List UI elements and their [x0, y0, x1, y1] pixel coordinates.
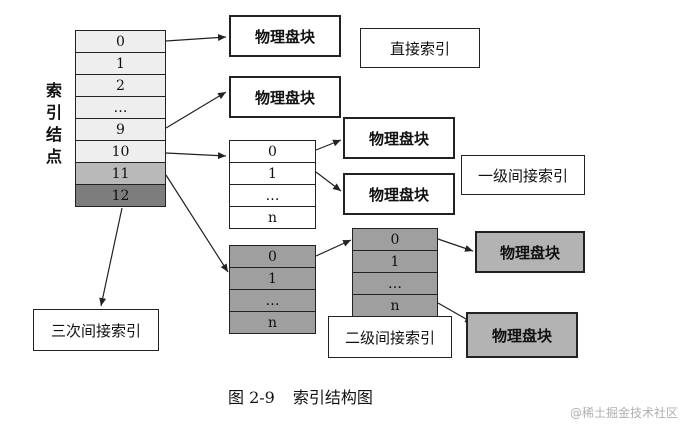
physical-block-direct-0: 物理盘块 [229, 15, 341, 57]
watermark: @稀土掘金技术社区 [569, 406, 678, 420]
index-node-entry-6: 11 [75, 162, 166, 185]
index-node-entry-0: 0 [75, 30, 166, 53]
arrow-entry11-to-triple-table [165, 174, 229, 273]
physical-block-single-0: 物理盘块 [343, 117, 455, 159]
triple-indirect-label: 三次间接索引 [33, 309, 159, 351]
arrow-single0-to-block [315, 139, 342, 151]
index-node-label: 索引结点 [45, 81, 62, 166]
arrow-entry9-to-block [165, 91, 227, 129]
physical-block-single-n: 物理盘块 [343, 173, 455, 215]
figure-number: 图 2-9 [228, 388, 275, 407]
index-node-entry-2: 2 [75, 74, 166, 97]
index-node-entry-7: 12 [75, 184, 166, 207]
double-indirect-entry-0: 0 [352, 228, 438, 251]
single-indirect-entry-3: n [229, 206, 316, 229]
arrow-entry0-to-block [165, 34, 227, 42]
direct-index-label: 直接索引 [360, 28, 480, 68]
index-node-entry-5: 10 [75, 140, 166, 163]
triple-indirect-entry-1: 1 [229, 267, 316, 290]
arrow-singleN-to-block [315, 171, 342, 192]
single-indirect-entry-0: 0 [229, 140, 316, 163]
figure-caption: 图 2-9 索引结构图 [228, 384, 373, 408]
figure-title: 索引结构图 [292, 388, 373, 407]
single-indirect-entry-1: 1 [229, 162, 316, 185]
arrow-entry12-to-triple-label [99, 207, 123, 307]
arrow-entry10-to-single-table [165, 152, 227, 160]
physical-block-direct-9: 物理盘块 [229, 76, 341, 118]
double-indirect-entry-3: n [352, 294, 438, 317]
arrow-double0-to-block [437, 238, 474, 252]
single-indirect-label: 一级间接索引 [461, 155, 585, 195]
arrow-triple0-to-double-table [315, 239, 352, 257]
triple-indirect-entry-0: 0 [229, 245, 316, 268]
double-indirect-entry-1: 1 [352, 250, 438, 273]
index-node-entry-3: … [75, 96, 166, 119]
index-node-entry-4: 9 [75, 118, 166, 141]
index-node-entry-1: 1 [75, 52, 166, 75]
single-indirect-entry-2: … [229, 184, 316, 207]
double-indirect-label: 二级间接索引 [328, 316, 452, 358]
triple-indirect-entry-2: … [229, 289, 316, 312]
double-indirect-entry-2: … [352, 272, 438, 295]
physical-block-double-n: 物理盘块 [466, 312, 578, 358]
triple-indirect-entry-3: n [229, 311, 316, 334]
physical-block-double-0: 物理盘块 [475, 231, 585, 273]
